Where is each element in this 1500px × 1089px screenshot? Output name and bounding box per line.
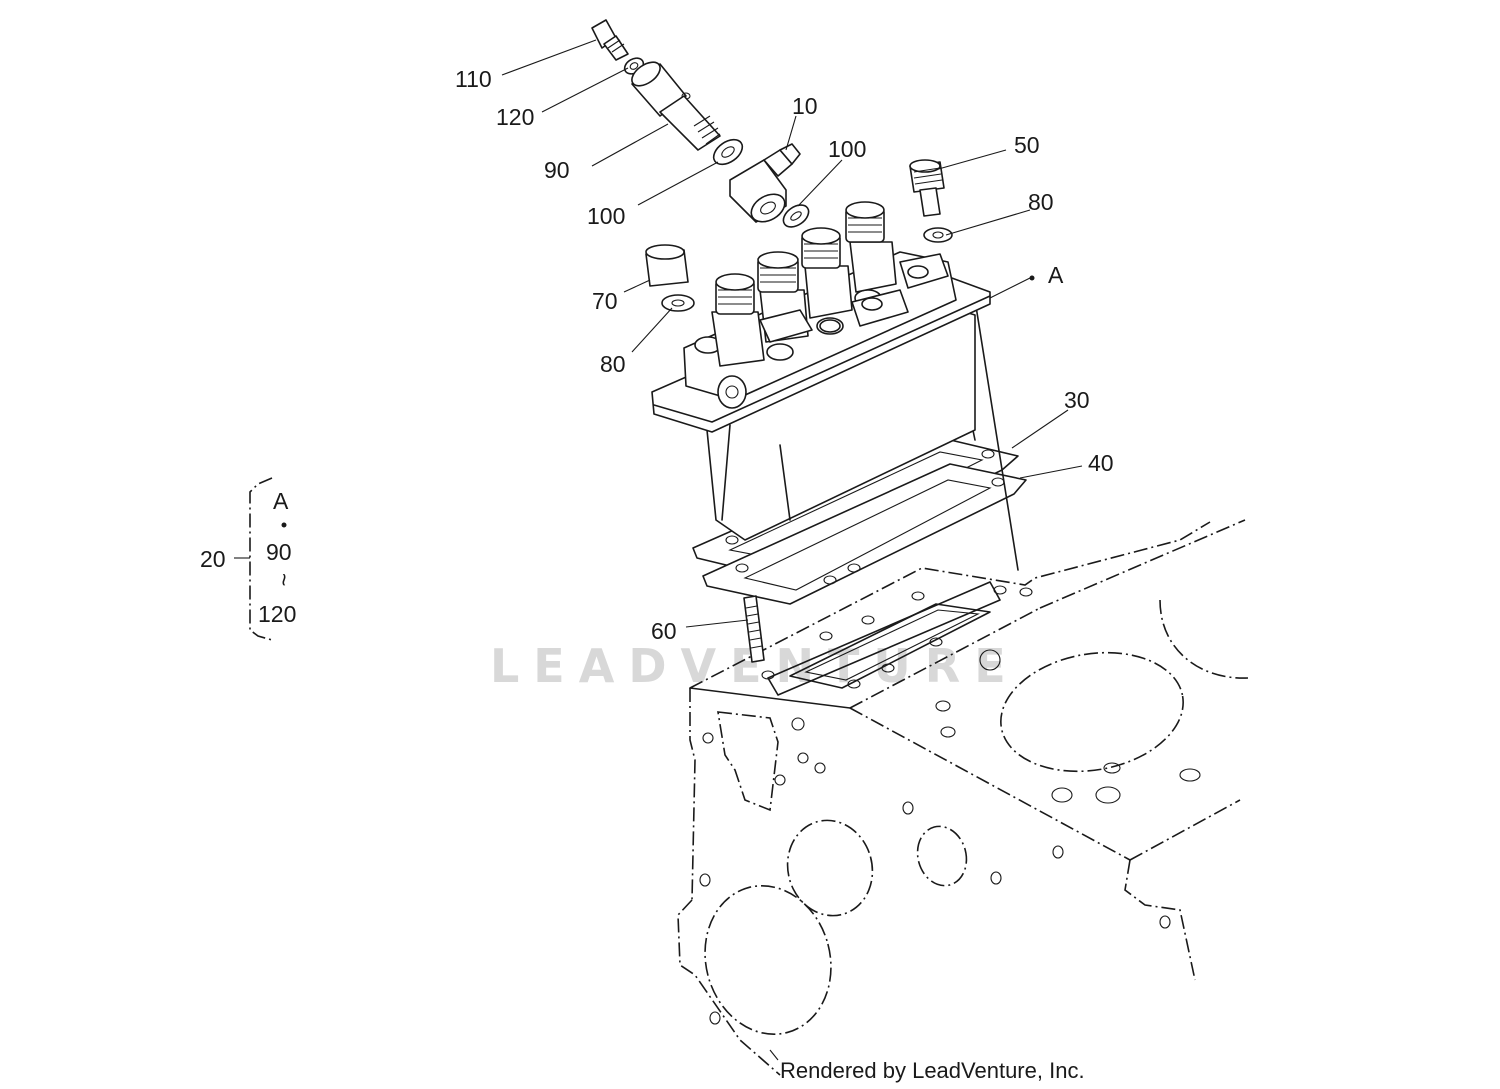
part-100-washer-right: [782, 204, 810, 228]
assembly-key-dot: [281, 522, 287, 528]
callout-60: 60: [651, 618, 677, 644]
callout-100-left: 100: [587, 203, 625, 229]
callout-30: 30: [1064, 387, 1090, 413]
footer-credit: Rendered by LeadVenture, Inc.: [780, 1058, 1085, 1083]
part-110-bolt: [591, 19, 629, 61]
assembly-key-bottom: 120: [258, 601, 296, 627]
callout-100-right: 100: [828, 136, 866, 162]
callout-70: 70: [592, 288, 618, 314]
part-90-banjo-bolt: [631, 61, 721, 151]
callout-40: 40: [1088, 450, 1114, 476]
part-80-washer-right: [923, 227, 953, 243]
assembly-key-middle: 90: [266, 539, 292, 565]
part-100-washer-left: [712, 138, 744, 166]
deck-holes: [699, 585, 1201, 1025]
callout-120-top: 120: [496, 104, 534, 130]
delivery-valve-holder-4: [845, 201, 897, 293]
stud-60: [743, 595, 765, 663]
assembly-key-tilde: ~: [271, 573, 297, 586]
part-80-washer-left: [661, 294, 695, 312]
injection-pump: [651, 201, 1019, 571]
assembly-key-20: 20 A 90 ~ 120: [200, 477, 297, 641]
callout-10: 10: [792, 93, 818, 119]
callout-80-right: 80: [1028, 189, 1054, 215]
callout-50: 50: [1014, 132, 1040, 158]
part-10-banjo-fitting: [729, 143, 801, 223]
delivery-valve-holder-1: [711, 273, 765, 367]
leader-lines: [501, 39, 1083, 1061]
part-70-cap-nut: [645, 244, 689, 287]
callout-80-left: 80: [600, 351, 626, 377]
callout-90: 90: [544, 157, 570, 183]
assembly-key-top: A: [273, 488, 289, 514]
engine-block: [677, 519, 1249, 1076]
callout-A: A: [1048, 262, 1064, 288]
gasket-40: [702, 463, 1027, 605]
callout-110: 110: [455, 66, 492, 92]
assembly-key-ref: 20: [200, 546, 226, 572]
delivery-valve-holder-3: [801, 227, 853, 319]
